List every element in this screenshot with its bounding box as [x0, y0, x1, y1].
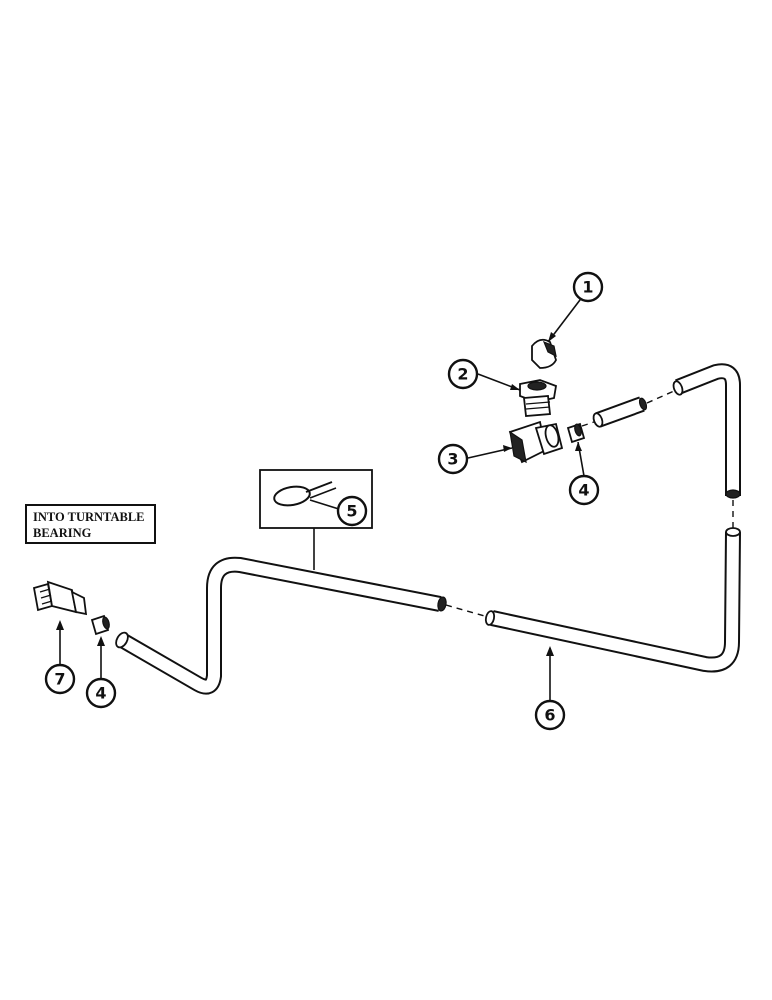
svg-text:2: 2 [457, 365, 468, 384]
svg-text:4: 4 [578, 481, 589, 500]
svg-text:6: 6 [544, 706, 555, 725]
leader-line [309, 499, 343, 511]
centerline-dash [445, 604, 489, 618]
bearing-fitting [32, 580, 88, 616]
arrowhead [510, 384, 520, 390]
tube-connector-upper [566, 422, 586, 444]
callout-4-lower: 4 [85, 677, 117, 709]
arrowhead [548, 332, 556, 342]
lube-tube-upper [675, 363, 741, 496]
callout-3: 3 [437, 443, 469, 475]
elbow-fitting [508, 420, 564, 464]
callout-4-upper: 4 [568, 474, 600, 506]
svg-text:1: 1 [582, 278, 593, 297]
bulkhead-adapter [519, 379, 558, 417]
callout-6: 6 [534, 699, 566, 731]
callout-7: 7 [44, 663, 76, 695]
arrowhead [56, 620, 64, 630]
note-box: INTO TURNTABLE BEARING [25, 504, 156, 544]
svg-text:7: 7 [54, 670, 65, 689]
tube-end [725, 527, 741, 537]
tube-end [725, 489, 741, 499]
tube-end [115, 631, 129, 649]
callout-1: 1 [572, 271, 604, 303]
svg-text:4: 4 [95, 684, 106, 703]
tube-end [437, 596, 447, 612]
tube-connector-left [90, 614, 110, 636]
svg-text:3: 3 [447, 450, 458, 469]
note-line2: BEARING [33, 526, 92, 540]
lube-tube-left [117, 556, 442, 695]
arrowhead [503, 445, 512, 452]
callout-5: 5 [336, 495, 368, 527]
arrowhead [97, 636, 105, 646]
tube-segment-short [595, 396, 645, 428]
grease-zerk [531, 338, 557, 369]
tube-end [672, 380, 684, 396]
centerline-dash [646, 390, 675, 404]
tube-end [592, 412, 604, 428]
note-line1: INTO TURNTABLE [33, 510, 145, 524]
arrowhead [575, 442, 582, 451]
centerline-dash [581, 421, 595, 427]
svg-text:5: 5 [346, 502, 357, 521]
lube-tube-right [490, 531, 741, 673]
tube-end [484, 610, 496, 626]
tube-end [638, 397, 648, 411]
arrowhead [546, 646, 554, 656]
callout-2: 2 [447, 358, 479, 390]
